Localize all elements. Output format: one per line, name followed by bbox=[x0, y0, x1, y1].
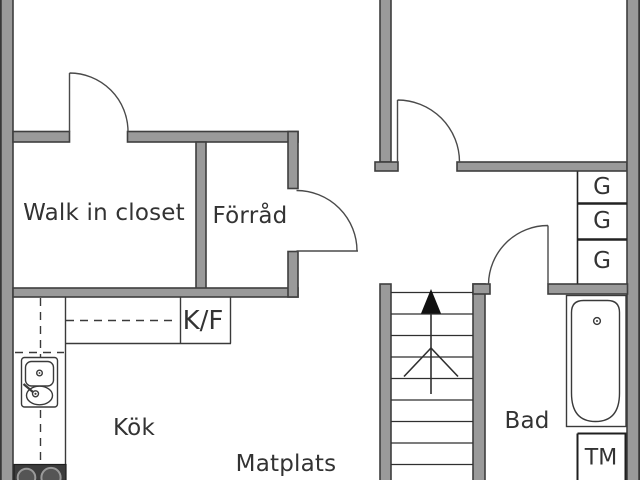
wall-closet-top-right bbox=[126, 130, 299, 143]
wall-stair-right bbox=[472, 283, 486, 480]
wall-right bbox=[626, 0, 640, 480]
staircase-icon bbox=[391, 289, 473, 466]
wall-bathroom-top bbox=[547, 283, 629, 295]
bathroom-label: Bad bbox=[504, 408, 550, 434]
wardrobe-label-1: G bbox=[593, 174, 611, 200]
wardrobe-label-3: G bbox=[593, 248, 611, 274]
fridge-freezer-label: K/F bbox=[182, 306, 224, 336]
wall-closet-bottom bbox=[12, 287, 299, 298]
washing-machine-box bbox=[576, 432, 627, 480]
dining-label: Matplats bbox=[235, 451, 337, 477]
door-arc-top-room bbox=[396, 99, 461, 163]
bathtub-icon bbox=[565, 294, 627, 428]
walk-in-closet-label: Walk in closet bbox=[23, 200, 185, 226]
stair-chevron bbox=[403, 346, 459, 378]
wall-stair-right-stub bbox=[472, 283, 491, 295]
wardrobe-label-2: G bbox=[593, 208, 611, 234]
wall-stair-left bbox=[379, 283, 392, 480]
wall-closet-top-left bbox=[12, 130, 71, 143]
wall-top-middle bbox=[379, 0, 392, 163]
door-arc-bathroom bbox=[487, 224, 549, 285]
stove-burners-icon bbox=[13, 463, 67, 480]
stair-treads bbox=[391, 291, 473, 466]
door-arc-closet-room bbox=[68, 72, 129, 132]
up-arrow-icon bbox=[421, 289, 441, 314]
wall-top-middle-stub bbox=[374, 161, 399, 172]
wall-storage-right-upper bbox=[287, 130, 299, 190]
wardrobe-cabinets bbox=[576, 171, 627, 284]
doors bbox=[68, 72, 549, 285]
wall-top-room-bottom bbox=[456, 161, 628, 172]
kitchen-sink-icon bbox=[20, 356, 59, 408]
kitchen-counter bbox=[15, 297, 232, 465]
kitchen-label: Kök bbox=[113, 415, 155, 441]
washing-machine-label: TM bbox=[584, 445, 618, 471]
wall-closet-divider bbox=[195, 141, 207, 290]
door-arc-storage bbox=[296, 189, 358, 252]
wall-left bbox=[0, 0, 14, 480]
storage-label: Förråd bbox=[212, 203, 288, 229]
wall-storage-right-lower bbox=[287, 250, 299, 298]
